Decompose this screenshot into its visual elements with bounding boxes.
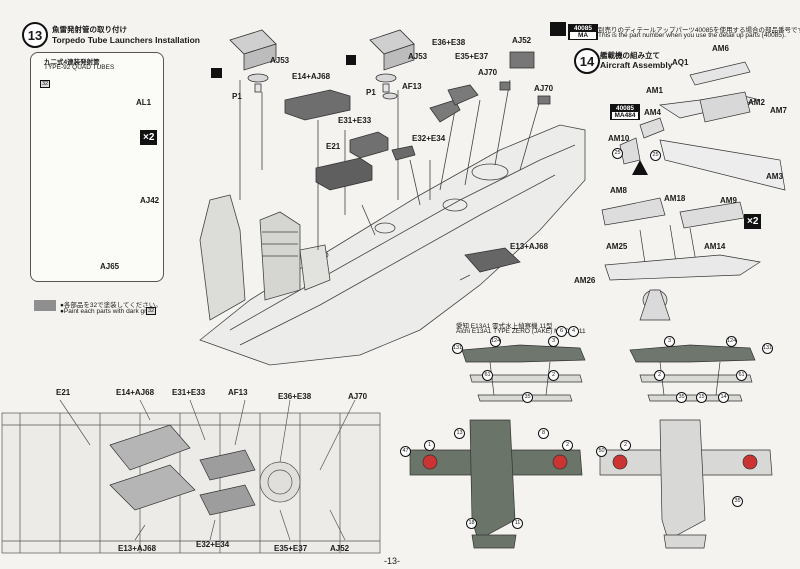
- color-code: 11: [512, 518, 523, 529]
- color-code: 61: [736, 370, 747, 381]
- label-aj53-b: AJ53: [408, 52, 428, 61]
- label-aj65: AJ65: [100, 262, 120, 271]
- detail-note-jp: 別売りのディテールアップパーツ40085を使用する場合の部品番号です。: [598, 27, 800, 34]
- label-am18: AM18: [664, 194, 686, 203]
- label-am1: AM1: [646, 86, 663, 95]
- inset-color-code: 32: [40, 80, 51, 88]
- label-aj70-b: AJ70: [534, 84, 554, 93]
- detail-badge: 40085 MA: [568, 24, 598, 40]
- bottom-label-e32-e34: E32+E34: [196, 540, 230, 549]
- aircraft-caption-jp: 愛知 E13A1 零式水上偵察機 11型: [456, 323, 553, 330]
- color-code: 2: [548, 370, 559, 381]
- paint-note-jp: ●各部品を32で塗装してください。: [60, 302, 162, 309]
- color-code: 4: [568, 326, 579, 337]
- label-e13-aj68: E13+AJ68: [510, 242, 549, 251]
- color-code: 13: [454, 428, 465, 439]
- label-am14: AM14: [704, 242, 726, 251]
- label-am26: AM26: [574, 276, 596, 285]
- multiplier-x2-inset: ×2: [140, 130, 158, 145]
- label-e36-e38: E36+E38: [432, 38, 466, 47]
- page-number: -13-: [384, 556, 401, 566]
- step-13-number: 13: [22, 22, 48, 48]
- label-p1-b: P1: [366, 88, 376, 97]
- torpedo-tube-inset: [30, 52, 164, 282]
- color-code: 3: [548, 336, 559, 347]
- label-am3: AM3: [766, 172, 783, 181]
- paint-code-25-a: 25: [612, 148, 623, 159]
- color-code: 2: [654, 370, 665, 381]
- step-14-detail-badge: 40085 MA484: [610, 104, 640, 120]
- label-e21: E21: [326, 142, 341, 151]
- color-code: 131: [762, 343, 773, 354]
- color-code: 124: [726, 336, 737, 347]
- color-code: 3: [664, 336, 675, 347]
- label-af13: AF13: [402, 82, 422, 91]
- dark-gray-swatch: [34, 300, 56, 311]
- color-code: 1: [424, 440, 435, 451]
- detail-note-en: This is the part number when you use the…: [598, 32, 786, 39]
- step-14-title-jp: 艦載機の組み立て: [600, 51, 660, 60]
- label-aq1: AQ1: [672, 58, 689, 67]
- step-14-number: 14: [574, 48, 600, 74]
- color-code: 47: [400, 446, 411, 457]
- color-code: 15: [696, 392, 707, 403]
- label-aj53-a: AJ53: [270, 56, 290, 65]
- color-code: 2: [562, 440, 573, 451]
- label-p1-a: P1: [232, 92, 242, 101]
- label-aj42: AJ42: [140, 196, 160, 205]
- bottom-label-e35-e37: E35+E37: [274, 544, 308, 553]
- step-14-badge-top: 40085: [615, 105, 635, 112]
- bottom-label-e13-aj68: E13+AJ68: [118, 544, 157, 553]
- paint-note-en: ●Paint each parts with dark gray: [60, 308, 154, 315]
- step-14-title-en: Aircraft Assembly: [600, 60, 673, 70]
- label-am2: AM2: [748, 98, 765, 107]
- inset-title-jp: 九二式4連装発射管: [44, 59, 100, 66]
- bottom-label-e31-e33: E31+E33: [172, 388, 206, 397]
- color-code: 6: [556, 326, 567, 337]
- step-13-title-en: Torpedo Tube Launchers Installation: [52, 35, 200, 45]
- color-code: 35: [522, 392, 533, 403]
- color-code: 50: [596, 446, 607, 457]
- color-code: 14: [718, 392, 729, 403]
- detail-badge-bottom: MA: [570, 32, 596, 39]
- color-code: 18: [466, 518, 477, 529]
- label-am10: AM10: [608, 134, 630, 143]
- label-e35-e37: E35+E37: [455, 52, 489, 61]
- inset-title-en: TYPE-92 QUAD TUBES: [44, 64, 115, 71]
- bottom-label-aj52: AJ52: [330, 544, 350, 553]
- color-code: 8: [538, 428, 549, 439]
- color-code: 124: [490, 336, 501, 347]
- step-13-title-jp: 魚雷発射管の取り付け: [52, 25, 127, 34]
- bottom-label-e14-aj68: E14+AJ68: [116, 388, 155, 397]
- label-am4: AM4: [644, 108, 661, 117]
- paint-code-25-b: 25: [650, 150, 661, 161]
- paint-code: 32: [146, 307, 157, 315]
- color-code: 2: [620, 440, 631, 451]
- color-code: 131: [452, 343, 463, 354]
- label-am8: AM8: [610, 186, 627, 195]
- label-e31-e33: E31+E33: [338, 116, 372, 125]
- multiplier-x2-floats: ×2: [744, 214, 762, 229]
- label-aj52: AJ52: [512, 36, 532, 45]
- bottom-label-e36-e38: E36+E38: [278, 392, 312, 401]
- label-am7: AM7: [770, 106, 787, 115]
- bottom-label-e21: E21: [56, 388, 71, 397]
- label-aj70-a: AJ70: [478, 68, 498, 77]
- label-e14-aj68: E14+AJ68: [292, 72, 331, 81]
- bottom-label-aj70: AJ70: [348, 392, 368, 401]
- color-code: 35: [732, 496, 743, 507]
- color-code: 61: [482, 370, 493, 381]
- detail-badge-top: 40085: [573, 25, 593, 32]
- aircraft-caption-en: Aichi E13A1 TYPE ZERO (JAKE) MODEL 11: [456, 328, 586, 335]
- label-al1: AL1: [136, 98, 152, 107]
- label-am6: AM6: [712, 44, 729, 53]
- label-am9: AM9: [720, 196, 737, 205]
- step-14-badge-bottom: MA484: [612, 112, 638, 119]
- bottom-label-af13: AF13: [228, 388, 248, 397]
- label-e32-e34: E32+E34: [412, 134, 446, 143]
- label-am25: AM25: [606, 242, 628, 251]
- color-code: 35: [676, 392, 687, 403]
